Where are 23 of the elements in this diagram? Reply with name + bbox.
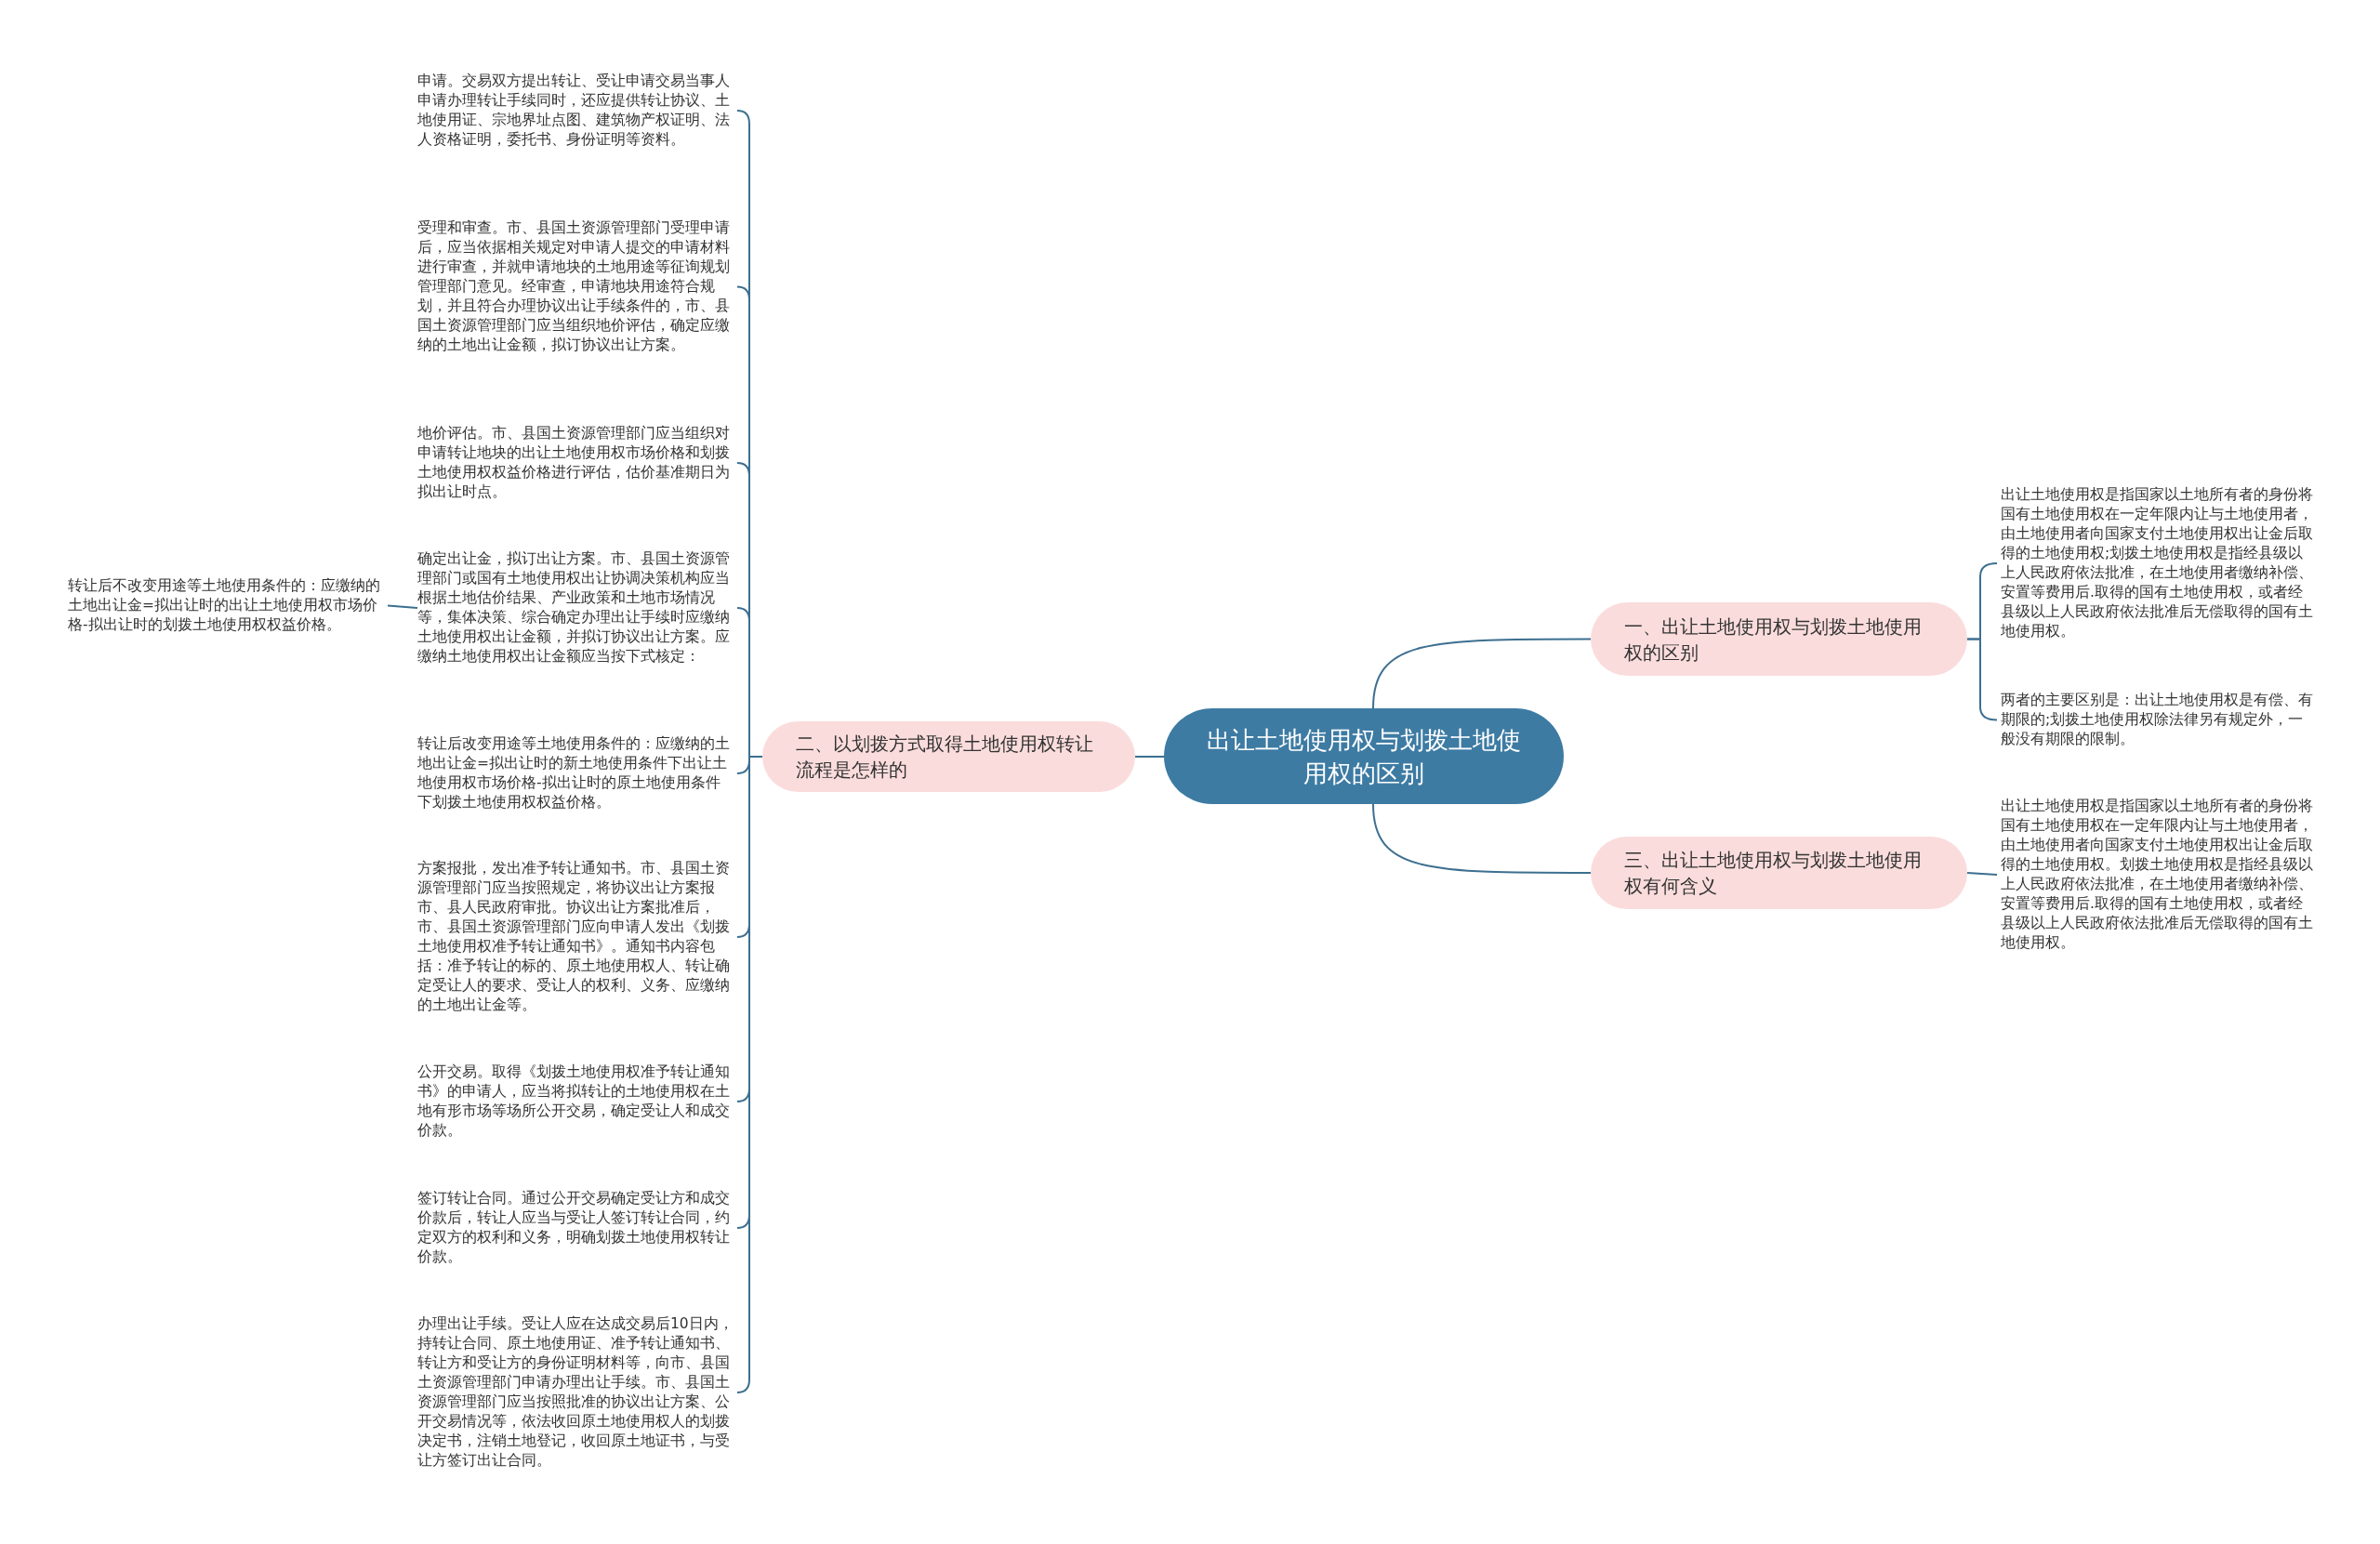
connector-line [1372,803,1592,874]
connector-line [1134,756,1165,758]
connector-line [387,604,418,609]
note-text: 地价评估。市、县国土资源管理部门应当组织对申请转让地块的出让土地使用权市场价格和划拨土地使用权权益价格进行评估，估价基准期日为拟出让时点。 [417,424,734,502]
note-text: 两者的主要区别是：出让土地使用权是有偿、有期限的;划拨土地使用权除法律另有规定外，一般没有期限的限制。 [2001,691,2317,749]
note-text: 出让土地使用权是指国家以土地所有者的身份将国有土地使用权在一定年限内让与土地使用者，由土地使用者向国家支付土地使用权出让金后取得的土地使用权;划拨土地使用权是指经县级以上人民政府依法批准，在土地使用者缴纳补偿、安置等费用后.取得的国有土地使用权，或者经县级以上人民政府依法批准后无偿取得的国有土地使用权。 [2001,485,2317,641]
note-text: 确定出让金，拟订出让方案。市、县国土资源管理部门或国有土地使用权出让协调决策机构应当根据土地估价结果、产业政策和土地市场情况等，集体决策、综合确定办理出让手续时应缴纳土地使用权出让金额，并拟订协议出让方案。应缴纳土地使用权出让金额应当按下式核定： [417,549,734,666]
note-text: 转让后不改变用途等土地使用条件的：应缴纳的土地出让金=拟出让时的出让土地使用权市场价格-拟出让时的划拨土地使用权权益价格。 [68,576,384,635]
note-text: 转让后改变用途等土地使用条件的：应缴纳的土地出让金=拟出让时的新土地使用条件下出让土地使用权市场价格-拟出让时的原土地使用条件下划拨土地使用权权益价格。 [417,734,734,812]
topic-text: 二、以划拨方式取得土地使用权转让流程是怎样的 [796,732,1094,783]
note-text: 公开交易。取得《划拨土地使用权准予转让通知书》的申请人，应当将拟转让的土地使用权在土地有形市场等场所公开交易，确定受让人和成交价款。 [417,1062,734,1141]
note-text: 方案报批，发出准予转让通知书。市、县国土资源管理部门应当按照规定，将协议出让方案报市、县人民政府审批。协议出让方案批准后，市、县国土资源管理部门应向申请人发出《划拨土地使用权准予转让通知书》。通知书内容包括：准予转让的标的、原土地使用权人、转让确定受让人的要求、受让人的权利、义务、应缴纳的土地出让金等。 [417,859,734,1015]
note-text: 申请。交易双方提出转让、受让申请交易当事人申请办理转让手续同时，还应提供转让协议、土地使用证、宗地界址点图、建筑物产权证明、法人资格证明，委托书、身份证明等资料。 [417,72,734,150]
topic-text: 出让土地使用权与划拨土地使用权的区别 [1206,724,1522,789]
note-text: 办理出让手续。受让人应在达成交易后10日内，持转让合同、原土地使用证、准予转让通知书、转让方和受让方的身份证明材料等，向市、县国土资源管理部门申请办理出让手续。市、县国土资源管理部门应当按照批准的协议出让方案、公开交易情况等，依法收回原土地使用权人的划拨决定书，注销土地登记，收回原土地证书，与受让方签订出让合同。 [417,1314,734,1471]
note-text: 签订转让合同。通过公开交易确定受让方和成交价款后，转让人应当与受让人签订转让合同，约定双方的权利和义务，明确划拨土地使用权转让价款。 [417,1189,734,1267]
connector-line [1966,872,1998,876]
connector-line [1372,638,1592,709]
note-text: 出让土地使用权是指国家以土地所有者的身份将国有土地使用权在一定年限内让与土地使用者，由土地使用者向国家支付土地使用权出让金后取得的土地使用权。划拨土地使用权是指经县级以上人民政府依法批准，在土地使用者缴纳补偿、安置等费用后.取得的国有土地使用权，或者经县级以上人民政府依法批准后无偿取得的国有土地使用权。 [2001,797,2317,953]
topic-text: 一、出让土地使用权与划拨土地使用权的区别 [1624,614,1923,666]
topic-text: 三、出让土地使用权与划拨土地使用权有何含义 [1624,848,1923,899]
connector-line [1966,638,1998,721]
note-text: 受理和审查。市、县国土资源管理部门受理申请后，应当依据相关规定对申请人提交的申请材料进行审查，并就申请地块的土地用途等征询规划管理部门意见。经审查，申请地块用途符合规划，并且符合办理协议出让手续条件的，市、县国土资源管理部门应当组织地价评估，确定应缴纳的土地出让金额，拟订协议出让方案。 [417,218,734,355]
